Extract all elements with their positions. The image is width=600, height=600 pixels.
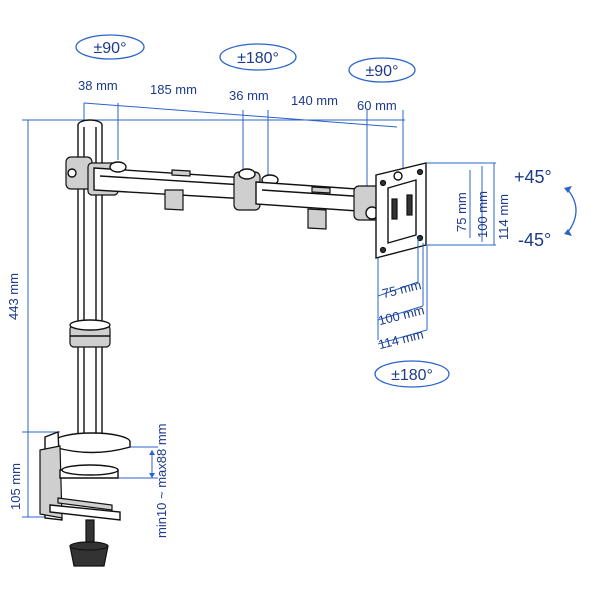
arm-segment-1 [93,161,249,211]
base-plate [53,432,131,454]
pole-swivel-indicator: ±90° [75,34,145,60]
vesa-v75: 75 mm [454,192,469,232]
arm-swivel-indicator: ±180° [219,43,297,71]
tilt-up-label: +45° [514,167,552,187]
desk-thickness-label: min10 ~ max88 mm [154,423,169,538]
desk-clamp [39,430,121,567]
arm-dim-38: 38 mm [78,78,118,93]
tilt-arc [564,186,577,236]
vesa-v100: 100 mm [475,191,490,238]
vesa-vertical-dimension-lines [426,162,496,246]
pole-height-label: 443 mm [6,273,21,320]
vesa-v114: 114 mm [496,194,511,240]
arm-dim-60: 60 mm [357,98,397,113]
vesa-h100: 100 mm [377,302,426,328]
rotation-indicator: ±180° [374,360,450,388]
vesa-h75: 75 mm [381,277,423,301]
arm-dim-140: 140 mm [291,93,338,108]
arm-dim-185: 185 mm [150,82,197,97]
height-adjust-collar [69,319,111,348]
rotation-label: ±180° [391,367,433,384]
clamp-height-label: 105 mm [8,463,23,510]
head-swivel-indicator: ±90° [348,57,416,83]
pole-swivel-label: ±90° [94,40,127,57]
vesa-horizontal-dimension-lines [377,238,428,345]
head-swivel-label: ±90° [366,63,399,80]
tilt-down-label: -45° [518,230,551,250]
arm-swivel-label: ±180° [237,50,279,67]
vesa-h114: 114 mm [377,326,425,352]
arm-dim-36: 36 mm [229,88,269,103]
